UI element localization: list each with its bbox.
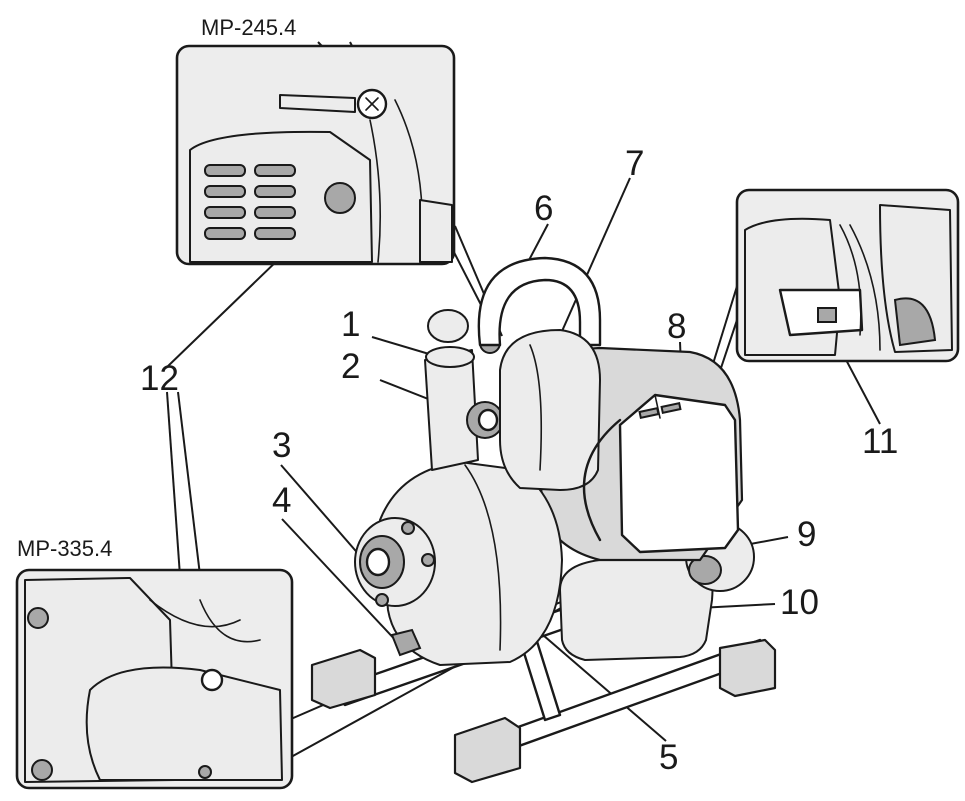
water-pump-illustration xyxy=(310,256,777,784)
callout-11: 11 xyxy=(862,422,898,461)
callout-7: 7 xyxy=(625,144,644,183)
callout-3: 3 xyxy=(272,426,291,465)
drain-plug-icon xyxy=(324,182,356,214)
inset-top-muffler-detail xyxy=(175,44,456,266)
carry-handle xyxy=(477,256,602,347)
callout-2: 2 xyxy=(341,347,360,386)
air-cleaner-cover xyxy=(618,393,740,554)
callout-4: 4 xyxy=(272,481,291,520)
callout-9: 9 xyxy=(797,515,816,554)
drain-plug-icon-bottom xyxy=(200,668,224,692)
suction-inlet xyxy=(424,346,504,471)
inset-right-fuel-line-detail xyxy=(735,188,960,363)
callout-10: 10 xyxy=(780,583,819,622)
fuel-tank xyxy=(559,559,714,661)
callout-1: 1 xyxy=(341,305,360,344)
labels: MP-245.4 MP-335.4 1 2 3 4 5 6 7 8 9 10 1… xyxy=(17,15,898,777)
drain-plug xyxy=(390,628,422,657)
callout-6: 6 xyxy=(534,189,553,228)
model-label-bottom: MP-335.4 xyxy=(17,536,112,561)
callout-8: 8 xyxy=(667,307,686,346)
stand-frame xyxy=(310,608,777,784)
model-label-top: MP-245.4 xyxy=(201,15,296,40)
muffler-guard xyxy=(499,329,601,491)
callout-5: 5 xyxy=(659,738,678,777)
inset-bottom-drain-detail xyxy=(15,568,294,790)
discharge-outlet xyxy=(354,517,436,607)
callout-12: 12 xyxy=(140,359,179,398)
fuel-filter-icon xyxy=(817,307,837,323)
